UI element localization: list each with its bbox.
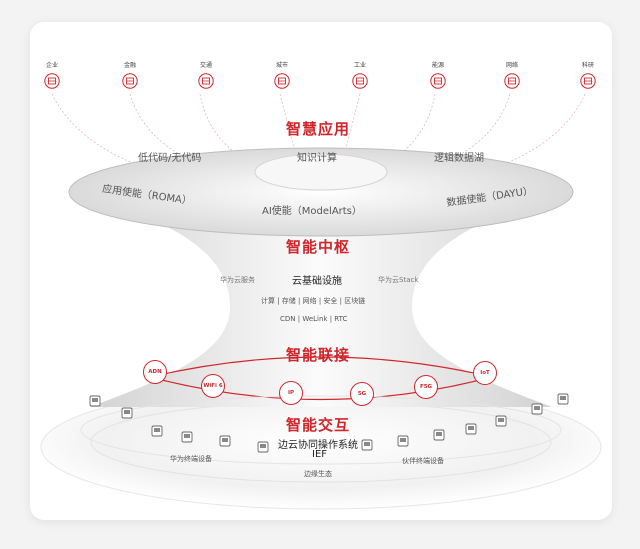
app-item-knowledge: 知识计算	[297, 153, 337, 164]
device-icon	[465, 423, 477, 435]
research-icon	[580, 73, 596, 89]
industry-item: 企业	[30, 60, 82, 89]
device-icon	[181, 431, 193, 443]
device-icon	[433, 429, 445, 441]
industry-label: 交通	[199, 62, 212, 69]
bank-icon	[122, 73, 138, 89]
enterprise-icon	[44, 73, 60, 89]
industry-label: 企业	[45, 62, 58, 69]
industry-item: 能源	[408, 60, 468, 89]
industry-label: 工业	[353, 62, 366, 69]
tier-title-smart-hub: 智能中枢	[286, 238, 351, 256]
industry-item: 交通	[176, 60, 236, 89]
hub-services-row1: 计算 | 存储 | 网络 | 安全 | 区块链	[261, 297, 366, 305]
hub-left-label: 华为云服务	[220, 276, 255, 284]
interact-right-label: 伙伴终端设备	[402, 457, 444, 465]
energy-icon	[430, 73, 446, 89]
connect-node: WiFi 6	[201, 374, 225, 398]
industry-item: 城市	[252, 60, 312, 89]
tier-title-smart-apps: 智慧应用	[286, 120, 351, 138]
device-icon	[121, 407, 133, 419]
interact-line2: IEF	[312, 449, 328, 460]
network-tower-icon	[504, 73, 520, 89]
industry-item: 金融	[100, 60, 160, 89]
connect-node: IoT	[473, 361, 497, 385]
enabler-modelarts: AI使能（ModelArts）	[262, 206, 362, 217]
device-icon	[557, 393, 569, 405]
device-icon	[257, 441, 269, 453]
app-item-datalake: 逻辑数据湖	[434, 153, 484, 164]
tier-title-smart-connect: 智能联接	[286, 346, 351, 364]
city-icon	[274, 73, 290, 89]
industry-label: 城市	[275, 62, 288, 69]
hub-center-label: 云基础设施	[292, 276, 342, 287]
hub-right-label: 华为云Stack	[378, 276, 419, 284]
industry-label: 网络	[505, 62, 518, 69]
connect-node: ADN	[143, 360, 167, 384]
industry-label: 科研	[581, 62, 594, 69]
industry-item: 网络	[482, 60, 542, 89]
funnel-graphic	[40, 93, 602, 510]
interact-left-label: 华为终端设备	[170, 455, 212, 463]
industry-item: 工业	[330, 60, 390, 89]
device-icon	[531, 403, 543, 415]
industry-label: 金融	[123, 62, 136, 69]
device-icon	[397, 435, 409, 447]
app-item-lowcode: 低代码/无代码	[138, 153, 202, 164]
connect-node: 5G	[350, 382, 374, 406]
device-icon	[89, 395, 101, 407]
industry-item: 科研	[558, 60, 612, 89]
device-icon	[219, 435, 231, 447]
interact-bottom-label: 边缘生态	[304, 470, 332, 478]
device-icon	[495, 415, 507, 427]
device-icon	[361, 439, 373, 451]
architecture-card: 企业 金融 交通 城市 工业 能源 网络 科研 智慧应用 低代码/无代码 知识计算 逻辑数据湖…	[30, 22, 612, 520]
factory-icon	[352, 73, 368, 89]
industry-label: 能源	[431, 62, 444, 69]
interact-line1: 边云协同操作系统	[278, 440, 358, 451]
tier-title-smart-interact: 智能交互	[286, 416, 351, 434]
connect-node: IP	[279, 381, 303, 405]
device-icon	[151, 425, 163, 437]
hub-services-row2: CDN | WeLink | RTC	[280, 315, 348, 323]
transport-icon	[198, 73, 214, 89]
connect-node: F5G	[414, 375, 438, 399]
